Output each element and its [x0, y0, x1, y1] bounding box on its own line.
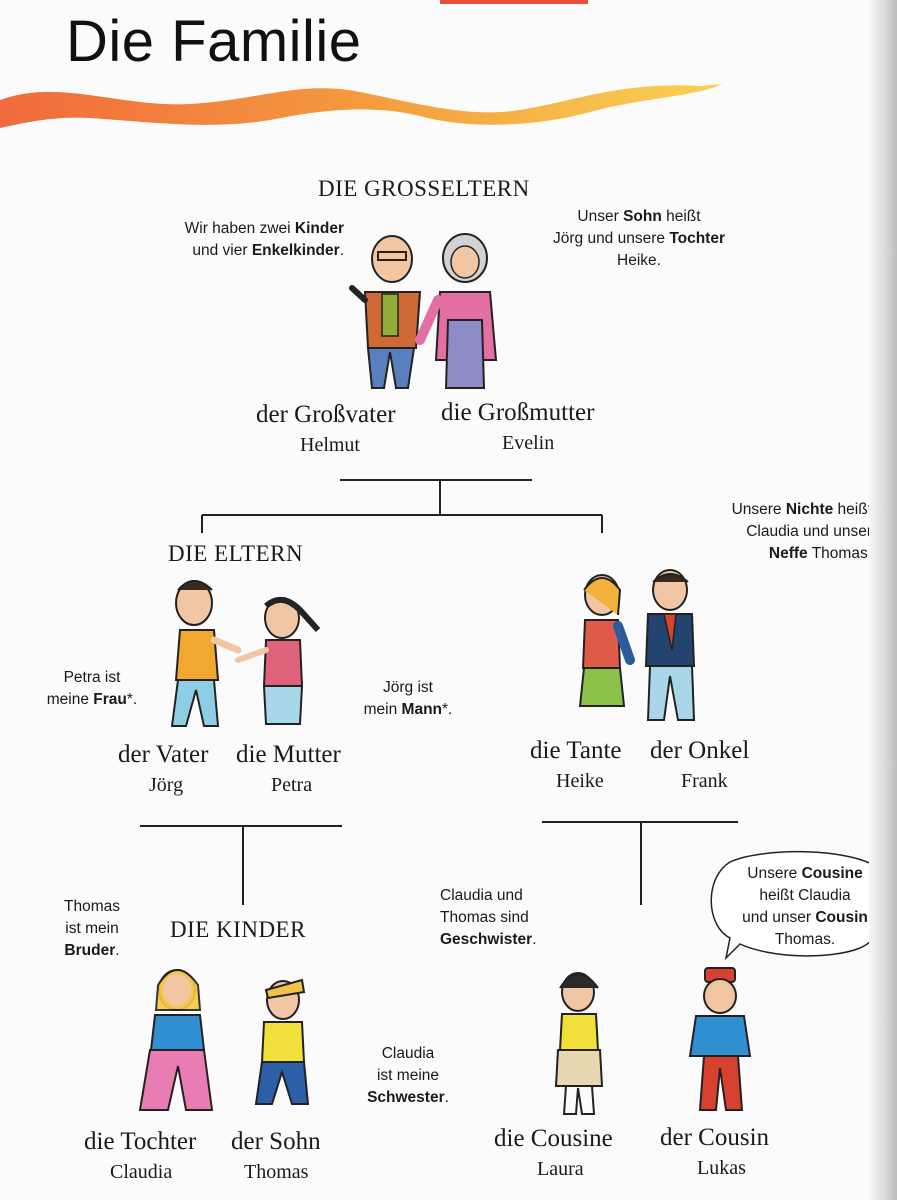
- role-cousine: die Cousine: [494, 1125, 613, 1152]
- role-son: der Sohn: [231, 1128, 321, 1155]
- name-aunt: Heike: [556, 770, 604, 792]
- section-children: DIE KINDER: [170, 917, 306, 942]
- mother-figure: [235, 597, 321, 725]
- aunt-figure: [578, 574, 635, 707]
- name-cousine: Laura: [537, 1158, 584, 1180]
- daughter-figure: [138, 969, 214, 1111]
- son-figure: [254, 978, 310, 1105]
- note-father: Petra ist meine Frau*.: [46, 669, 138, 708]
- note-grandfather: Wir haben zwei Kinder und vier Enkelkind…: [184, 220, 344, 259]
- name-father: Jörg: [149, 774, 184, 796]
- name-mother: Petra: [271, 774, 313, 796]
- name-son: Thomas: [244, 1161, 309, 1183]
- cousine-figure: [554, 972, 604, 1115]
- brush-stroke: [0, 84, 722, 128]
- role-mother: die Mutter: [236, 741, 341, 768]
- note-grandmother: Unser Sohn heißt Jörg und unsere Tochter…: [552, 208, 726, 269]
- section-grandparents: DIE GROSSELTERN: [318, 176, 530, 201]
- section-parents: DIE ELTERN: [168, 541, 304, 566]
- note-daughter: Thomas ist mein Bruder.: [64, 898, 120, 959]
- grandfather-figure: [349, 235, 422, 389]
- page-title: Die Familie: [66, 9, 362, 74]
- cousin-figure: [688, 967, 752, 1111]
- name-cousin: Lukas: [697, 1157, 746, 1179]
- uncle-figure: [644, 569, 696, 721]
- note-cousin-bubble: Unsere Cousine heißt Claudia und unser C…: [742, 865, 868, 948]
- family-tree-lines: [140, 479, 738, 905]
- father-figure: [170, 580, 242, 727]
- note-son: Claudia ist meine Schwester.: [367, 1045, 449, 1106]
- name-grandfather: Helmut: [300, 434, 360, 456]
- role-grandmother: die Großmutter: [441, 399, 595, 426]
- top-accent-bar: [440, 0, 588, 4]
- page-edge-shadow: [869, 0, 897, 1200]
- role-aunt: die Tante: [530, 737, 622, 764]
- speech-bubble: [710, 850, 893, 961]
- name-grandmother: Evelin: [502, 432, 555, 454]
- note-siblings: Claudia und Thomas sind Geschwister.: [440, 887, 537, 948]
- name-daughter: Claudia: [110, 1161, 173, 1183]
- role-uncle: der Onkel: [650, 737, 750, 764]
- grandmother-figure: [415, 233, 498, 389]
- note-mother: Jörg ist mein Mann*.: [363, 679, 453, 718]
- role-father: der Vater: [118, 741, 209, 768]
- name-uncle: Frank: [681, 770, 728, 792]
- role-grandfather: der Großvater: [256, 401, 396, 428]
- role-daughter: die Tochter: [84, 1128, 197, 1155]
- role-cousin: der Cousin: [660, 1124, 770, 1151]
- note-aunt-uncle: Unsere Nichte heißt Claudia und unser Ne…: [731, 501, 872, 562]
